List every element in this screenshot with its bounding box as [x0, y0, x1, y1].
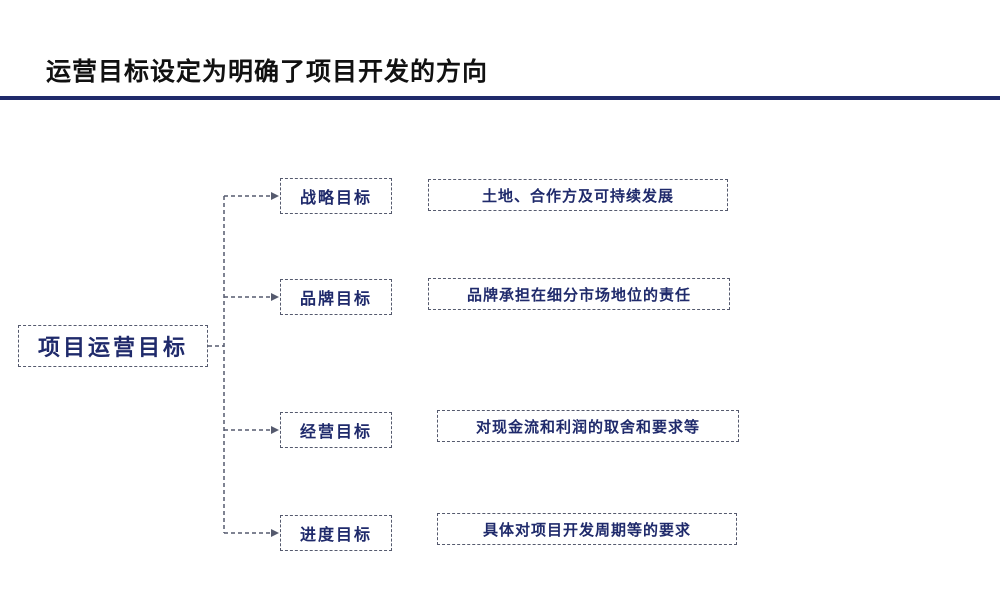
description-node-brand: 品牌承担在细分市场地位的责任: [428, 278, 730, 310]
goal-node-schedule: 进度目标: [280, 515, 392, 551]
description-node-operation: 对现金流和利润的取舍和要求等: [437, 410, 739, 442]
goal-node-strategy: 战略目标: [280, 178, 392, 214]
goal-node-brand: 品牌目标: [280, 279, 392, 315]
goal-node-operation: 经营目标: [280, 412, 392, 448]
root-node: 项目运营目标: [18, 325, 208, 367]
arrow-head-4: [271, 529, 279, 537]
arrow-head-3: [271, 426, 279, 434]
page-title: 运营目标设定为明确了项目开发的方向: [46, 57, 489, 86]
title-divider: [0, 96, 1000, 100]
description-node-strategy: 土地、合作方及可持续发展: [428, 179, 728, 211]
description-node-schedule: 具体对项目开发周期等的要求: [437, 513, 737, 545]
arrow-head-1: [271, 192, 279, 200]
arrow-head-2: [271, 293, 279, 301]
